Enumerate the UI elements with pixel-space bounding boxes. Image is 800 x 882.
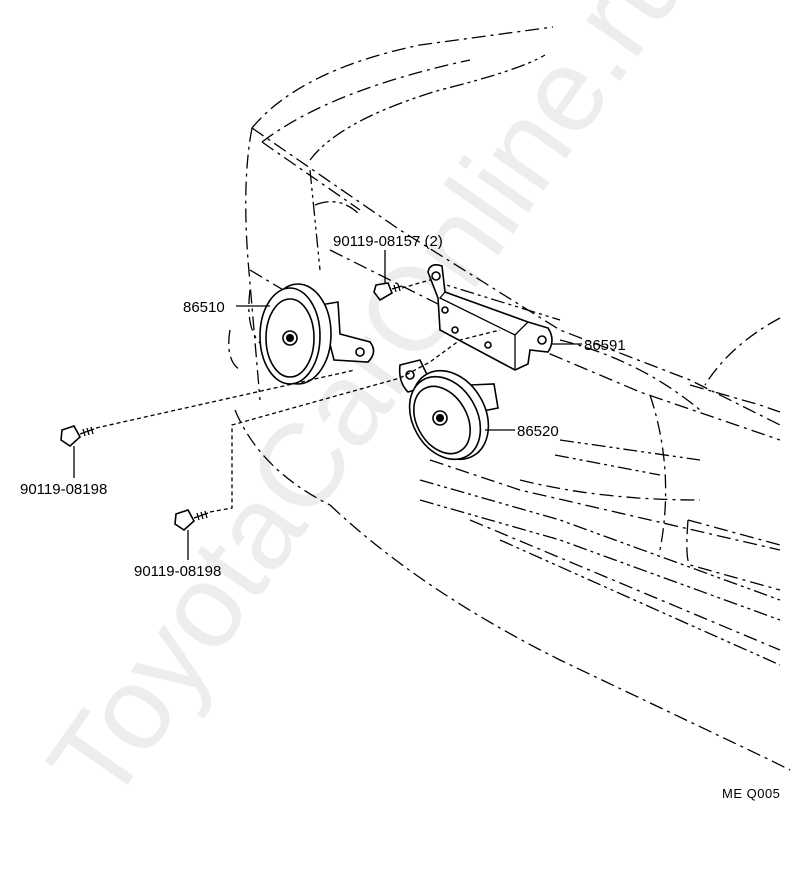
bracket-86591[interactable] bbox=[427, 264, 553, 371]
bolt-lower-90119-08198[interactable] bbox=[174, 509, 209, 532]
label-86591: 86591 bbox=[584, 337, 626, 354]
label-90119-08157: 90119-08157 (2) bbox=[333, 233, 443, 250]
watermark: ToyotaCarOnline.ru bbox=[23, 0, 714, 825]
leader-lines bbox=[73, 250, 582, 560]
bolt-90119-08157[interactable] bbox=[373, 282, 403, 302]
label-86520: 86520 bbox=[517, 423, 559, 440]
assembly-lines bbox=[95, 279, 501, 513]
bolt-left-90119-08198[interactable] bbox=[60, 425, 95, 448]
label-86510: 86510 bbox=[183, 299, 225, 316]
vehicle-body-outline bbox=[228, 26, 791, 771]
label-90119-08198-lower: 90119-08198 bbox=[134, 563, 221, 580]
horn-high-86520[interactable] bbox=[395, 357, 504, 473]
label-90119-08198-left: 90119-08198 bbox=[20, 481, 107, 498]
diagram-code: ME Q005 bbox=[722, 786, 780, 801]
horn-low-86510[interactable] bbox=[259, 283, 375, 385]
